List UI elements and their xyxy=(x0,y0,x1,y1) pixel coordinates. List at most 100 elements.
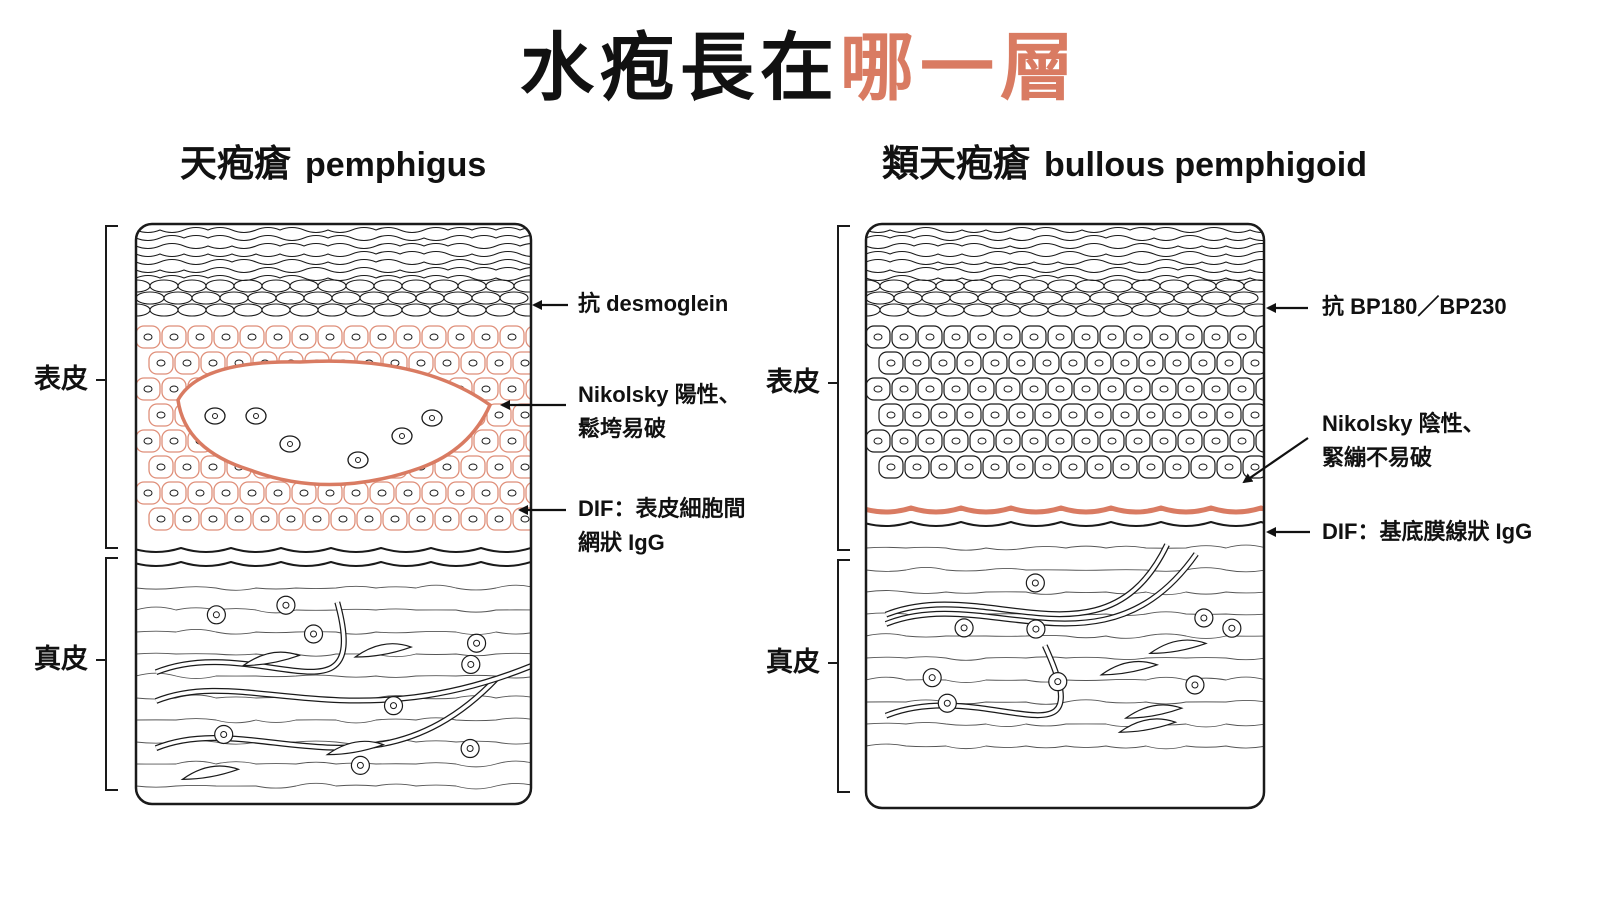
keratinocyte xyxy=(1112,455,1138,479)
nucleus xyxy=(416,359,426,367)
dermal-cell-nucleus xyxy=(943,699,951,707)
acantholytic-nucleus xyxy=(212,413,218,419)
nucleus xyxy=(195,333,205,341)
dermal-cell xyxy=(206,605,226,625)
flat-cell xyxy=(373,303,403,317)
collagen-fiber xyxy=(866,566,1264,573)
flat-cell xyxy=(163,291,193,305)
capillary-inner xyxy=(885,543,1169,617)
flat-cell xyxy=(401,279,431,293)
collagen-fiber xyxy=(136,606,531,614)
acantholytic-nucleus xyxy=(287,441,293,447)
nucleus xyxy=(247,333,257,341)
left-epidermis-label: 表皮 xyxy=(34,364,88,395)
dermal-cell-nucleus xyxy=(1031,579,1039,587)
nucleus xyxy=(481,333,491,341)
nucleus xyxy=(273,489,283,497)
keratinocyte xyxy=(956,455,982,479)
flat-cell xyxy=(513,279,531,293)
keratinocyte xyxy=(1190,351,1216,375)
keratinocyte xyxy=(460,455,486,479)
keratinocyte xyxy=(1099,377,1125,401)
nucleus xyxy=(899,385,909,393)
nucleus xyxy=(1016,411,1026,419)
nucleus xyxy=(143,437,153,445)
keratinocyte xyxy=(1060,455,1086,479)
keratinocyte xyxy=(278,507,304,531)
left-skin-tissue xyxy=(136,226,531,790)
nucleus xyxy=(1250,359,1260,367)
nucleus xyxy=(1237,333,1247,341)
flat-cell xyxy=(935,303,965,317)
keratinocyte xyxy=(878,403,904,427)
nucleus xyxy=(143,385,153,393)
flat-cell xyxy=(429,303,459,317)
nucleus xyxy=(377,333,387,341)
nucleus xyxy=(156,515,166,523)
keratinocyte xyxy=(460,507,486,531)
keratinocyte xyxy=(161,429,187,453)
keratinocyte xyxy=(291,325,317,349)
acantholytic-cell xyxy=(279,435,301,453)
keratinocyte xyxy=(136,325,161,349)
right-nikolsky-arrow xyxy=(1242,437,1309,484)
flat-cell xyxy=(149,303,179,317)
nucleus xyxy=(182,463,192,471)
dermal-cell xyxy=(461,654,481,675)
collagen-fiber xyxy=(136,717,531,724)
dermal-cell-nucleus xyxy=(310,630,318,638)
keratinocyte xyxy=(525,429,531,453)
collagen-fiber xyxy=(136,584,531,591)
keratinocyte xyxy=(1229,377,1255,401)
flat-cell xyxy=(1047,303,1077,317)
nucleus xyxy=(1055,333,1065,341)
dermal-cell-nucleus xyxy=(220,730,228,738)
flat-cell xyxy=(289,279,319,293)
nucleus xyxy=(1094,359,1104,367)
nucleus xyxy=(990,411,1000,419)
dermal-cell-nucleus xyxy=(467,660,475,668)
flat-cell xyxy=(866,291,895,305)
dermal-cell xyxy=(466,633,487,653)
nucleus xyxy=(520,515,530,523)
flat-cell xyxy=(289,303,319,317)
nucleus xyxy=(1081,333,1091,341)
intraepidermal-blister xyxy=(176,359,493,487)
nucleus xyxy=(156,359,166,367)
stratum-corneum-line xyxy=(136,258,531,266)
flat-cell xyxy=(1187,279,1217,293)
flat-cell xyxy=(1019,279,1049,293)
dermal-cell-nucleus xyxy=(473,639,481,647)
nucleus xyxy=(351,333,361,341)
nucleus xyxy=(468,359,478,367)
nucleus xyxy=(938,463,948,471)
nucleus xyxy=(1081,437,1091,445)
keratinocyte xyxy=(1047,377,1073,401)
capillary-inner xyxy=(885,552,1198,626)
keratinocyte xyxy=(356,507,382,531)
keratinocyte xyxy=(148,351,174,375)
flat-cell xyxy=(191,291,221,305)
keratinocyte xyxy=(421,481,447,505)
nucleus xyxy=(964,411,974,419)
nucleus xyxy=(403,489,413,497)
nucleus xyxy=(1016,359,1026,367)
dermal-cell-nucleus xyxy=(212,611,220,619)
nucleus xyxy=(1081,385,1091,393)
stratum-corneum-line xyxy=(136,234,531,242)
nucleus xyxy=(143,333,153,341)
flat-cell xyxy=(1243,303,1264,317)
nucleus xyxy=(1120,411,1130,419)
dermal-cell xyxy=(937,693,957,713)
keratinocyte xyxy=(226,507,252,531)
collagen-fiber xyxy=(136,652,531,658)
nucleus xyxy=(1133,437,1143,445)
nucleus xyxy=(481,437,491,445)
capillary-inner xyxy=(155,629,531,703)
right-skin-tissue xyxy=(866,226,1264,750)
nucleus xyxy=(1107,333,1117,341)
dermal-cell xyxy=(383,696,404,716)
keratinocyte xyxy=(499,429,525,453)
nucleus xyxy=(964,463,974,471)
flat-cell xyxy=(205,303,235,317)
